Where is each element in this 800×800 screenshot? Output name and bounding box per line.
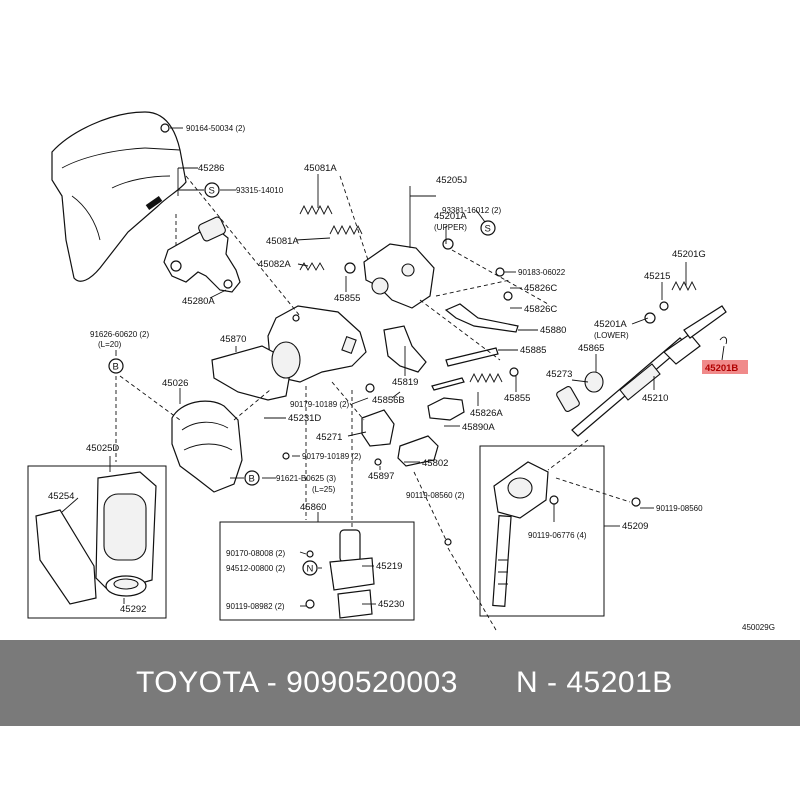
label: 45209 (622, 521, 648, 532)
label: 45201A (434, 211, 467, 222)
label: 45292 (120, 604, 146, 615)
label: 90119-08982 (2) (226, 602, 285, 611)
label: 90170-08008 (2) (226, 549, 285, 558)
svg-text:S: S (485, 224, 491, 235)
symbol-s-icon: S (204, 182, 220, 198)
label: 45026 (162, 378, 188, 389)
rod-part (445, 347, 499, 367)
tilt-lock-part (344, 238, 454, 309)
label: 45885 (520, 345, 546, 356)
label: 45865 (578, 343, 604, 354)
label: 45219 (376, 561, 402, 572)
screw-icon (160, 123, 170, 133)
label: 45025D (86, 443, 119, 454)
label: 45081A (266, 236, 299, 247)
symbol-n-icon: N (302, 560, 318, 576)
symbol-b-icon: B (244, 470, 260, 486)
label: 45201G (672, 249, 706, 260)
label: 90119-06776 (4) (528, 531, 587, 540)
label: 45081A (304, 163, 337, 174)
symbol-b-icon: B (108, 358, 124, 374)
label: 45826C (524, 283, 557, 294)
label: 45897 (368, 471, 394, 482)
label: 45082A (258, 259, 291, 270)
part-labels: 90164-50034 (2) 45286 93315-14010 45081A… (48, 124, 775, 632)
column-cover-part (51, 111, 187, 282)
lever-part (444, 303, 519, 333)
label: 90119-08560 (656, 504, 703, 513)
label: 45205J (436, 175, 467, 186)
bracket-part (163, 216, 241, 293)
leader-lines (61, 167, 725, 607)
spring-icon (329, 224, 363, 236)
parts-diagram: S S B B N 90164-50034 (2) 45286 93315-14… (27, 111, 775, 632)
label: 45230 (378, 599, 404, 610)
part-number-text: TOYOTA - 9090520003 (136, 666, 458, 699)
symbol-s-icon: S (480, 220, 496, 236)
boot-part (171, 400, 243, 493)
plate-part (427, 397, 465, 421)
label: 90179-10189 (2) (302, 452, 361, 461)
label: 45826C (524, 304, 557, 315)
washer-icon (644, 312, 656, 324)
label: 45880 (540, 325, 566, 336)
label: 45802 (422, 458, 448, 469)
label: 450029G (742, 623, 775, 632)
spring-icon (469, 372, 503, 384)
label: 93381-16012 (2) (442, 206, 501, 215)
spring-icon (299, 204, 333, 216)
label: 90119-08560 (2) (406, 491, 465, 500)
bracket-part (397, 435, 439, 467)
label: (LOWER) (594, 331, 629, 340)
group-box (27, 465, 167, 619)
svg-text:B: B (249, 474, 255, 485)
label: 45210 (642, 393, 668, 404)
footer-bar: TOYOTA - 9090520003 N - 45201B (0, 640, 800, 726)
label: 45254 (48, 491, 74, 502)
label: 93315-14010 (236, 186, 284, 195)
diagram-reference-text: N - 45201B (516, 666, 673, 699)
spring-icon (299, 262, 325, 271)
label: (L=20) (98, 340, 122, 349)
label: 45280A (182, 296, 215, 307)
gasket-part (35, 509, 97, 605)
label: 45215 (644, 271, 670, 282)
label: 91621-B0625 (3) (276, 474, 336, 483)
dashed-guide-lines (115, 175, 631, 631)
label: 45860 (300, 502, 326, 513)
label: 45201A (594, 319, 627, 330)
label: 94512-00800 (2) (226, 564, 285, 573)
label: 45273 (546, 369, 572, 380)
label: 45855 (504, 393, 530, 404)
label: 45231D (288, 413, 321, 424)
label: 45855 (334, 293, 360, 304)
label: 91626-60620 (2) (90, 330, 149, 339)
bracket-part (361, 409, 395, 447)
label: 45826A (470, 408, 503, 419)
svg-text:S: S (209, 186, 215, 197)
svg-text:B: B (113, 362, 119, 373)
group-box (479, 445, 605, 617)
spring-icon (671, 280, 697, 292)
label: 90179-10189 (2) (290, 400, 349, 409)
steering-shaft-part (556, 305, 727, 437)
label: 45819 (392, 377, 418, 388)
label: 90183-06022 (518, 268, 566, 277)
label: (L=25) (312, 485, 336, 494)
key-cylinder-part (339, 529, 361, 563)
intermediate-shaft-part (492, 461, 549, 607)
highlighted-part-label: 45201B (705, 363, 738, 374)
label: (UPPER) (434, 223, 467, 232)
highlight-box (702, 360, 748, 374)
label: 45856B (372, 395, 405, 406)
label: 90164-50034 (2) (186, 124, 245, 133)
label: 45870 (220, 334, 246, 345)
washer-icon (659, 301, 669, 311)
label: 45286 (198, 163, 224, 174)
group-box (219, 521, 415, 621)
label: 45271 (316, 432, 342, 443)
main-bracket-part (211, 305, 367, 401)
label: 45890A (462, 422, 495, 433)
svg-text:N: N (307, 564, 314, 575)
